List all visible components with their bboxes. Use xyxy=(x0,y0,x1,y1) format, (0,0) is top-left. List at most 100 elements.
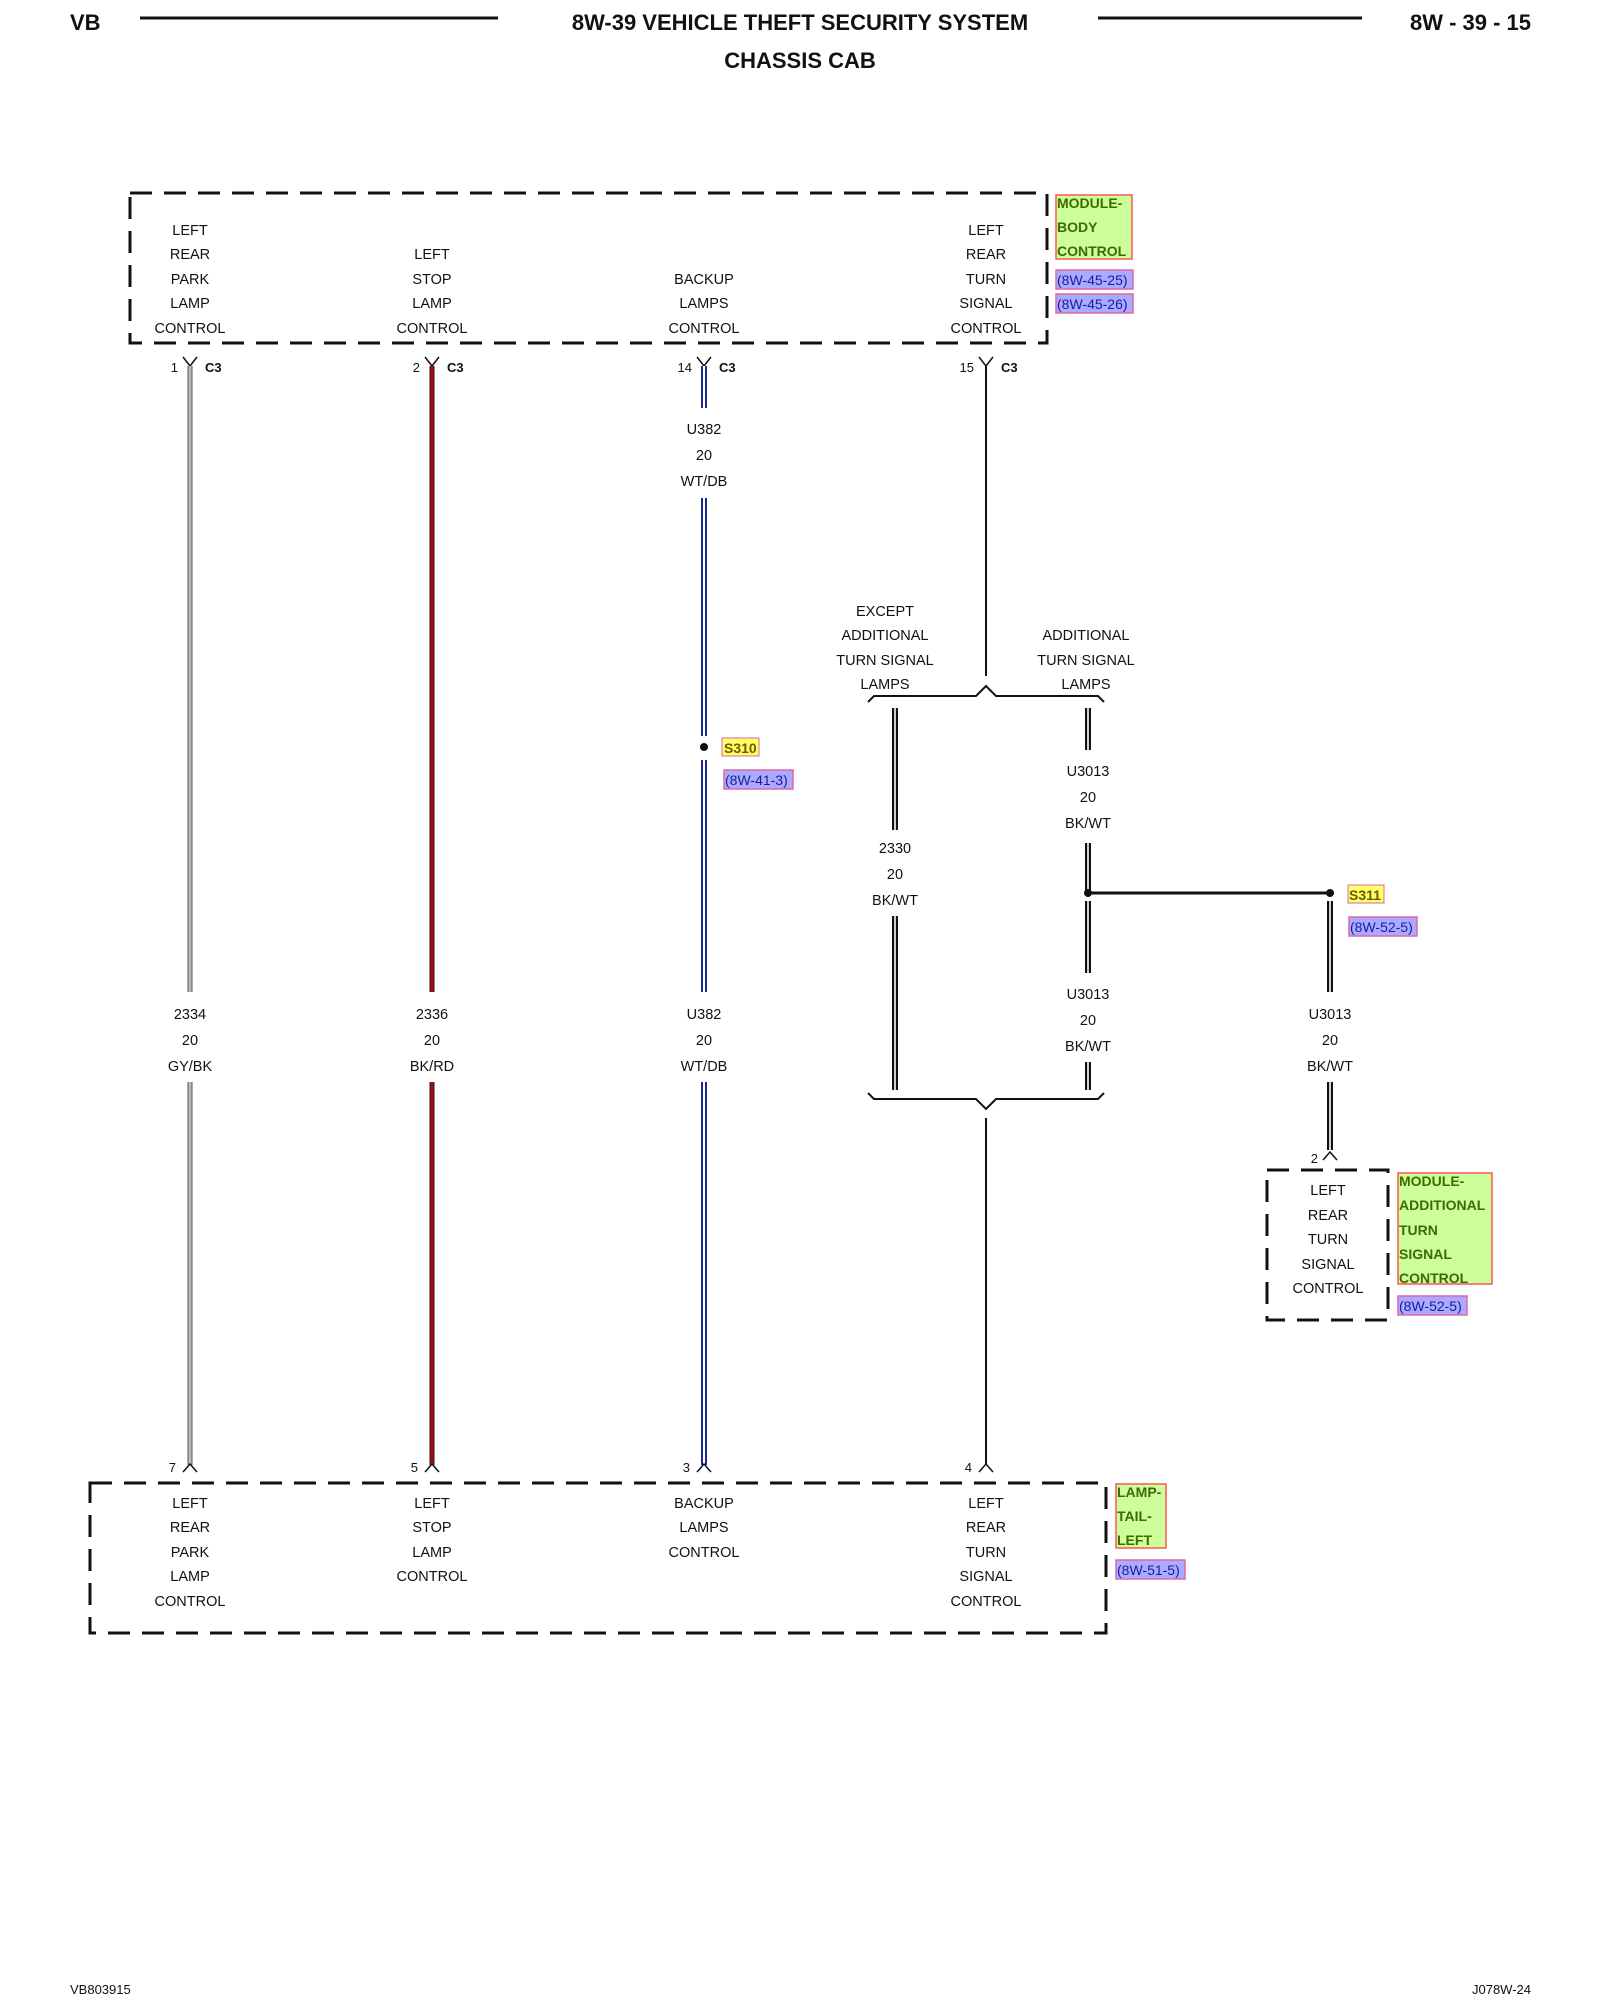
option-additional-label: LAMPS xyxy=(1061,677,1110,693)
pin-terminal-symbol xyxy=(1322,1150,1338,1161)
lamp-function-text: LEFT xyxy=(172,1496,208,1512)
lamp-function-text: STOP xyxy=(412,1520,451,1536)
footer-right: J078W-24 xyxy=(1472,1982,1531,1997)
bcm-pin: 1 xyxy=(171,360,178,375)
bcm-function-text: SIGNAL xyxy=(959,296,1012,312)
bcm-function-park: LEFT REAR PARK LAMP CONTROL xyxy=(155,223,226,337)
bcm-function-text: STOP xyxy=(412,272,451,288)
splice-s310-ref[interactable]: (8W-41-3) xyxy=(725,772,788,788)
lamp-function-turn: LEFT REAR TURN SIGNAL CONTROL xyxy=(951,1496,1022,1610)
wire-label: WT/DB xyxy=(681,474,728,490)
wire-label: BK/WT xyxy=(872,893,918,909)
bcm-name-highlight xyxy=(1055,194,1133,260)
bcm-name-line[interactable]: BODY xyxy=(1057,219,1098,235)
lamp-function-text: LEFT xyxy=(968,1496,1004,1512)
page-number: 8W - 39 - 15 xyxy=(1410,10,1531,35)
bcm-connector-label: C3 xyxy=(719,360,736,375)
bcm-ref-link[interactable]: (8W-45-25) xyxy=(1057,272,1128,288)
wire-label: U3013 xyxy=(1067,764,1110,780)
lamp-pin: 3 xyxy=(683,1460,690,1475)
bcm-function-text: REAR xyxy=(170,247,210,263)
splice-s311-label[interactable]: S311 xyxy=(1349,887,1381,903)
wire-label: U382 xyxy=(687,1007,722,1023)
header-title: 8W-39 VEHICLE THEFT SECURITY SYSTEM xyxy=(572,10,1028,35)
splice-s310-label[interactable]: S310 xyxy=(724,740,757,756)
lamp-function-text: PARK xyxy=(171,1545,210,1561)
lamp-function-text: CONTROL xyxy=(669,1545,740,1561)
turn-module-name-line[interactable]: CONTROL xyxy=(1399,1270,1469,1286)
lamp-ref[interactable]: (8W-51-5) xyxy=(1117,1562,1180,1578)
bcm-function-text: LEFT xyxy=(414,247,450,263)
turn-module-name-line[interactable]: MODULE- xyxy=(1399,1173,1465,1189)
wire-label: U382 xyxy=(687,422,722,438)
bcm-function-text: CONTROL xyxy=(155,321,226,337)
lamp-function-text: CONTROL xyxy=(397,1569,468,1585)
lamp-ref-highlight xyxy=(1115,1559,1186,1580)
wire-label: GY/BK xyxy=(168,1059,213,1075)
bcm-name-line[interactable]: CONTROL xyxy=(1057,243,1127,259)
pin-terminal-symbol xyxy=(978,1462,994,1473)
wire-label: 20 xyxy=(1080,790,1096,806)
lamp-pin: 4 xyxy=(965,1460,972,1475)
bcm-pin: 15 xyxy=(960,360,974,375)
bcm-function-text: REAR xyxy=(966,247,1006,263)
wire-label: BK/RD xyxy=(410,1059,454,1075)
turn-module-function: SIGNAL xyxy=(1301,1257,1354,1273)
body-control-module-box xyxy=(128,191,1049,345)
lamp-function-text: REAR xyxy=(966,1520,1006,1536)
lamp-function-text: LAMP xyxy=(412,1545,452,1561)
pin-terminal-symbol xyxy=(424,356,440,368)
bcm-function-backup: BACKUP LAMPS CONTROL xyxy=(669,272,740,337)
bcm-function-text: LAMPS xyxy=(679,296,728,312)
splice-s310-highlight xyxy=(721,737,760,757)
lamp-name-highlight xyxy=(1115,1483,1167,1549)
lamp-function-text: TURN xyxy=(966,1545,1006,1561)
pin-terminal-symbol xyxy=(978,356,994,368)
turn-module-name-highlight xyxy=(1397,1172,1493,1285)
bcm-pin: 14 xyxy=(678,360,692,375)
wire-label: BK/WT xyxy=(1065,1039,1111,1055)
turn-module-function: LEFT xyxy=(1310,1183,1346,1199)
wire-label: 20 xyxy=(887,867,903,883)
bcm-function-text: PARK xyxy=(171,272,210,288)
option-additional-label: TURN SIGNAL xyxy=(1037,653,1135,669)
wire-label: 20 xyxy=(424,1033,440,1049)
pin-terminal-symbol xyxy=(424,1462,440,1473)
option-brace-top xyxy=(867,684,1105,703)
bcm-connector-label: C3 xyxy=(205,360,222,375)
lamp-function-text: LAMPS xyxy=(679,1520,728,1536)
header-left: VB xyxy=(70,10,101,35)
wire-label: U3013 xyxy=(1067,987,1110,1003)
turn-module-pin: 2 xyxy=(1311,1151,1318,1166)
option-except-label: ADDITIONAL xyxy=(841,628,928,644)
bcm-function-text: LAMP xyxy=(412,296,452,312)
lamp-name-line[interactable]: LAMP- xyxy=(1117,1484,1162,1500)
turn-module-ref[interactable]: (8W-52-5) xyxy=(1399,1298,1462,1314)
splice-s311-ref[interactable]: (8W-52-5) xyxy=(1350,919,1413,935)
bcm-function-text: LEFT xyxy=(172,223,208,239)
turn-module-name-line[interactable]: SIGNAL xyxy=(1399,1246,1452,1262)
pin-terminal-symbol xyxy=(696,1462,712,1473)
wire-label: 2336 xyxy=(416,1007,448,1023)
lamp-tail-left-box xyxy=(88,1481,1108,1635)
bcm-function-text: LEFT xyxy=(968,223,1004,239)
lamp-function-text: BACKUP xyxy=(674,1496,734,1512)
junction-dot xyxy=(1084,889,1092,897)
bcm-function-turn: LEFT REAR TURN SIGNAL CONTROL xyxy=(951,223,1022,337)
turn-module-name-line[interactable]: TURN xyxy=(1399,1222,1438,1238)
bcm-name-line[interactable]: MODULE- xyxy=(1057,195,1123,211)
bcm-function-text: TURN xyxy=(966,272,1006,288)
bcm-pin: 2 xyxy=(413,360,420,375)
lamp-name-line[interactable]: TAIL- xyxy=(1117,1508,1152,1524)
lamp-function-text: REAR xyxy=(170,1520,210,1536)
wire-label: U3013 xyxy=(1309,1007,1352,1023)
wire-label: 20 xyxy=(1080,1013,1096,1029)
bcm-ref-link[interactable]: (8W-45-26) xyxy=(1057,296,1128,312)
lamp-function-park: LEFT REAR PARK LAMP CONTROL xyxy=(155,1496,226,1610)
splice-s310-dot xyxy=(700,743,708,751)
lamp-name-line[interactable]: LEFT xyxy=(1117,1532,1152,1548)
wire-label: 20 xyxy=(696,448,712,464)
turn-module-name-line[interactable]: ADDITIONAL xyxy=(1399,1197,1486,1213)
bcm-function-stop: LEFT STOP LAMP CONTROL xyxy=(397,247,468,337)
